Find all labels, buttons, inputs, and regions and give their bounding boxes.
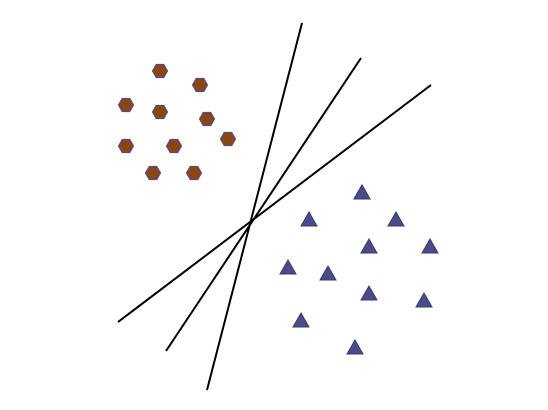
hexagon-icon	[198, 111, 216, 127]
separating-line-2	[165, 57, 362, 352]
hexagon-icon	[117, 138, 135, 154]
hexagon-icon	[191, 77, 209, 93]
triangle-icon	[387, 210, 405, 227]
class-a-points-group	[117, 63, 237, 181]
triangle-icon	[319, 264, 337, 281]
separating-lines-group	[117, 22, 432, 391]
triangle-icon	[360, 284, 378, 301]
hexagon-icon	[151, 63, 169, 79]
triangle-icon	[300, 210, 318, 227]
triangle-icon	[346, 338, 364, 355]
triangle-icon	[279, 258, 297, 275]
triangle-icon	[360, 237, 378, 254]
class-b-points-group	[279, 183, 439, 355]
hexagon-icon	[219, 131, 237, 147]
hexagon-icon	[185, 165, 203, 181]
triangle-icon	[421, 237, 439, 254]
hexagon-icon	[151, 104, 169, 120]
hexagon-icon	[165, 138, 183, 154]
hexagon-icon	[117, 97, 135, 113]
triangle-icon	[415, 291, 433, 308]
hexagon-icon	[144, 165, 162, 181]
separating-line-3	[117, 84, 432, 323]
separating-line-1	[206, 22, 303, 391]
triangle-icon	[353, 183, 371, 200]
triangle-icon	[292, 311, 310, 328]
